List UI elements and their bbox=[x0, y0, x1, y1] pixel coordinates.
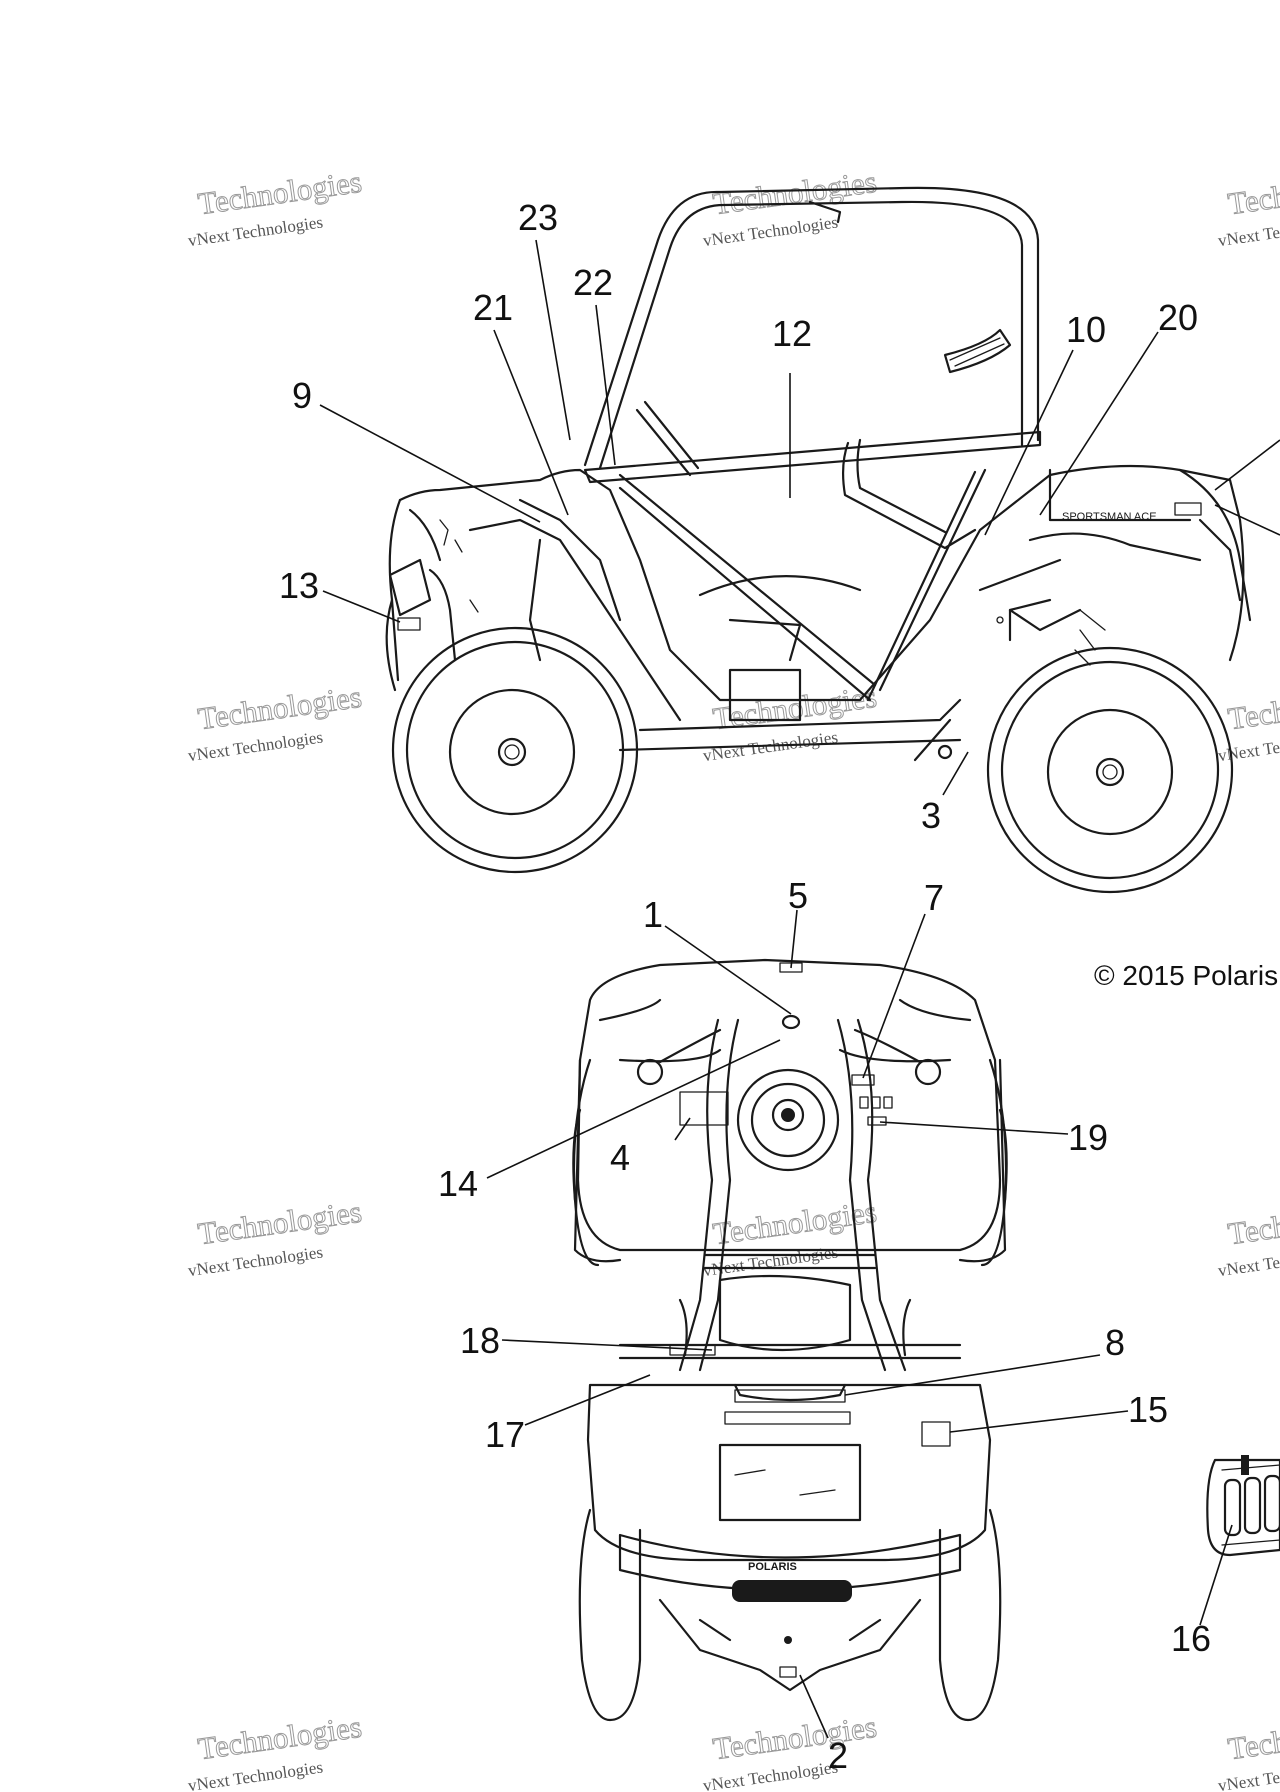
decal-16-part bbox=[1206, 1455, 1280, 1557]
callout-21: 21 bbox=[473, 287, 513, 328]
callout-5: 5 bbox=[788, 875, 808, 916]
callout-7: 7 bbox=[924, 877, 944, 918]
callout-8: 8 bbox=[1105, 1322, 1125, 1363]
decal-4-patch bbox=[679, 1091, 729, 1126]
callout-1: 1 bbox=[643, 894, 663, 935]
side-view-vehicle: SPORTSMAN ACE bbox=[385, 186, 1252, 894]
decal-15-patch bbox=[921, 1421, 951, 1447]
decal-7-patch bbox=[851, 1074, 875, 1086]
watermark: Technologies vNext Technologies bbox=[187, 678, 364, 765]
callout-17: 17 bbox=[485, 1414, 525, 1455]
callout-labels: 23 22 21 12 10 20 9 13 3 1 5 7 © 2015 Po… bbox=[279, 197, 1278, 1776]
watermark: Technologies vNext Technologies bbox=[187, 163, 364, 250]
callout-16: 16 bbox=[1171, 1618, 1211, 1659]
svg-text:Technologies: Technologies bbox=[1226, 1194, 1280, 1252]
front-wheel bbox=[391, 626, 639, 874]
decal-18-patch bbox=[669, 1344, 716, 1356]
callout-3: 3 bbox=[921, 795, 941, 836]
top-view-vehicle: POLARIS bbox=[572, 958, 1008, 1722]
watermark: Technologies vNext Technologies bbox=[1217, 1708, 1280, 1792]
callout-22: 22 bbox=[573, 262, 613, 303]
callout-20: 20 bbox=[1158, 297, 1198, 338]
callout-19: 19 bbox=[1068, 1117, 1108, 1158]
decal-2-patch bbox=[779, 1666, 797, 1678]
watermark: Technologies vNext Technologies bbox=[1217, 1193, 1280, 1280]
watermark: Technologies vNext Technologies bbox=[1217, 163, 1280, 250]
callout-23: 23 bbox=[518, 197, 558, 238]
svg-text:Technologies: Technologies bbox=[196, 164, 364, 222]
watermark: Technologies vNext Technologies bbox=[702, 1708, 879, 1792]
svg-text:Technologies: Technologies bbox=[711, 1709, 879, 1767]
callout-9: 9 bbox=[292, 375, 312, 416]
callout-12: 12 bbox=[772, 313, 812, 354]
brand-decal: POLARIS bbox=[748, 1561, 797, 1573]
copyright-notice: © 2015 Polaris bbox=[1094, 960, 1278, 991]
callout-15: 15 bbox=[1128, 1389, 1168, 1430]
callout-2: 2 bbox=[828, 1735, 848, 1776]
decal-1-patch bbox=[781, 1014, 801, 1030]
decal-8-patch bbox=[734, 1389, 846, 1403]
svg-text:Technologies: Technologies bbox=[1226, 679, 1280, 737]
svg-text:Technologies: Technologies bbox=[196, 679, 364, 737]
svg-text:Technologies: Technologies bbox=[196, 1709, 364, 1767]
callout-14: 14 bbox=[438, 1163, 478, 1204]
rear-wheel bbox=[986, 646, 1234, 894]
steering-wheel bbox=[736, 1068, 840, 1172]
svg-text:Technologies: Technologies bbox=[1226, 164, 1280, 222]
watermark: Technologies vNext Technologies bbox=[187, 1193, 364, 1280]
model-decal: SPORTSMAN ACE bbox=[1062, 511, 1157, 523]
callout-4: 4 bbox=[610, 1137, 630, 1178]
callout-13: 13 bbox=[279, 565, 319, 606]
svg-text:Technologies: Technologies bbox=[1226, 1709, 1280, 1767]
watermark: Technologies vNext Technologies bbox=[702, 163, 879, 250]
callout-10: 10 bbox=[1066, 309, 1106, 350]
svg-text:Technologies: Technologies bbox=[196, 1194, 364, 1252]
callout-18: 18 bbox=[460, 1320, 500, 1361]
watermark: Technologies vNext Technologies bbox=[187, 1708, 364, 1792]
leader-lines bbox=[319, 239, 1280, 1739]
decal-11-patch bbox=[1174, 502, 1202, 516]
decal-19-patch bbox=[867, 1116, 887, 1126]
